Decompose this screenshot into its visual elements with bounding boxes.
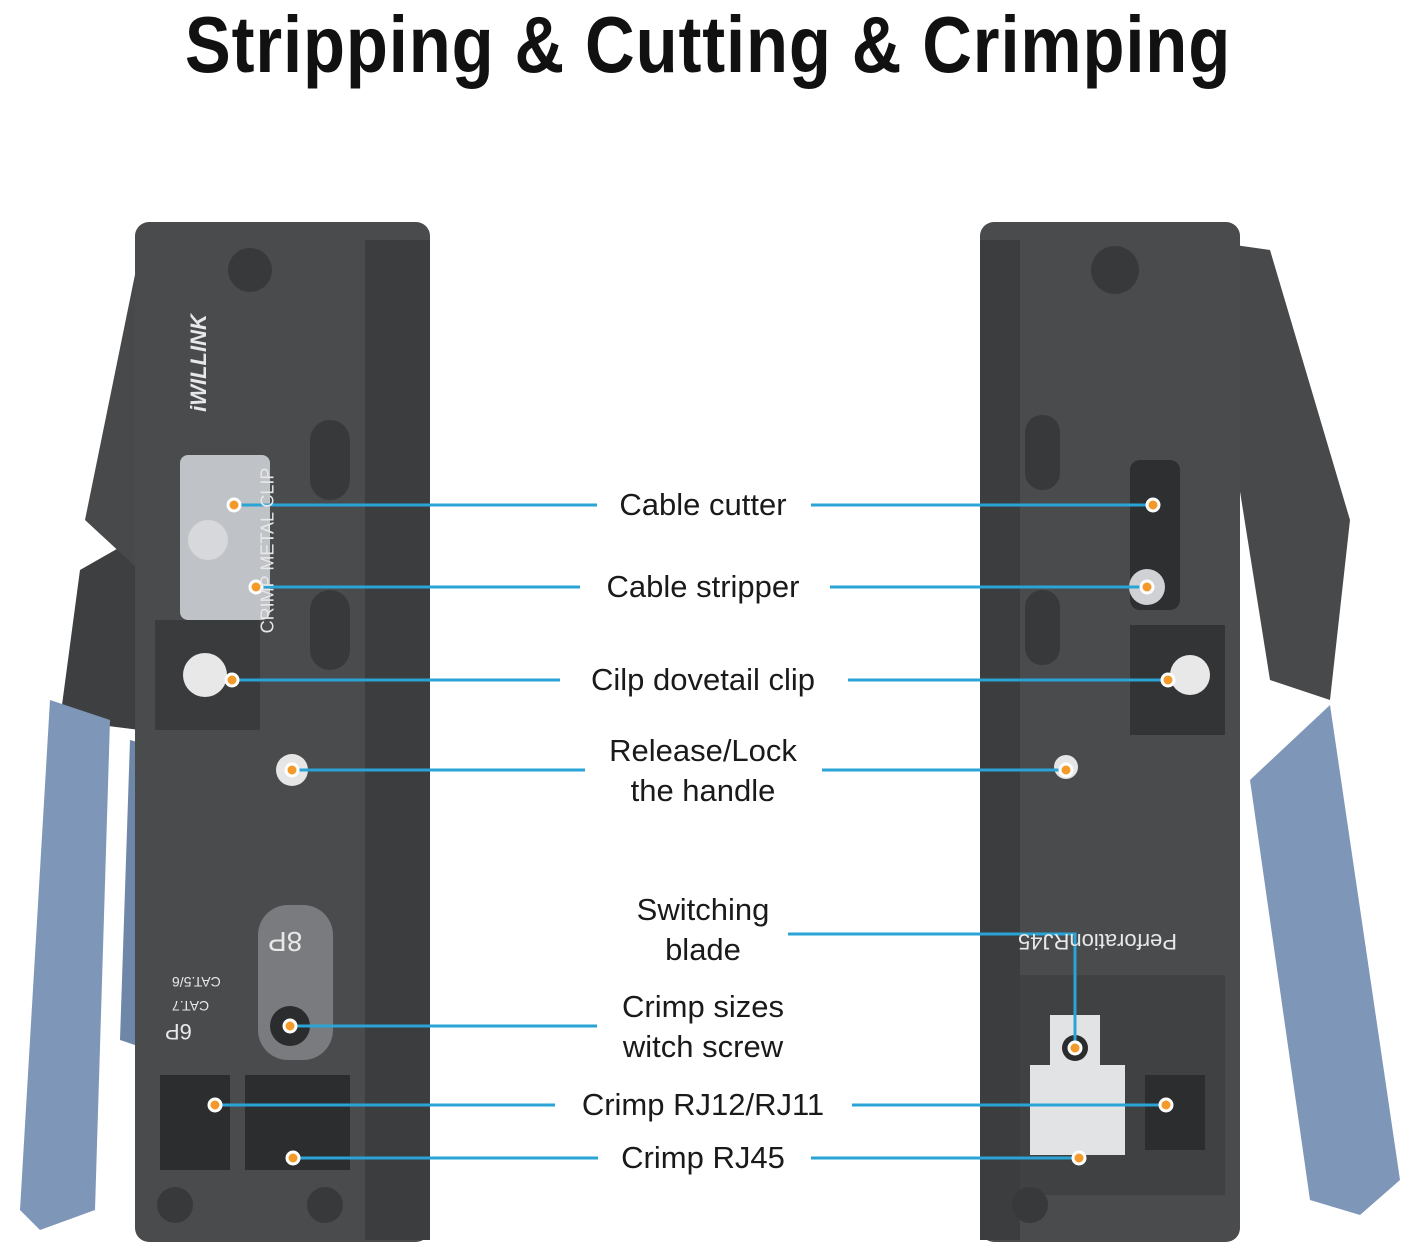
left-handle-grip: [20, 700, 110, 1230]
label-switching-line1: Switching: [636, 892, 770, 927]
label-crimp-sizes-line1: Crimp sizes: [622, 989, 784, 1024]
label-crimp-rj12: Crimp RJ12/RJ11: [581, 1087, 825, 1122]
left-tool: [20, 222, 430, 1242]
perforation-marking: PerforationRJ45: [1018, 929, 1177, 954]
right-body-edge: [980, 240, 1020, 1240]
right-handle-grip: [1250, 705, 1400, 1215]
dot: [224, 672, 240, 688]
right-rivet-top: [1091, 246, 1139, 294]
left-rivet-bottom-2: [307, 1187, 343, 1223]
dot: [284, 762, 300, 778]
dot: [226, 497, 242, 513]
right-clip-hole: [1170, 655, 1210, 695]
left-rj12-slot: [160, 1075, 230, 1170]
dot: [1058, 762, 1074, 778]
label-clip-dovetail: Cilp dovetail clip: [591, 662, 815, 697]
dot: [248, 579, 264, 595]
left-rivet-bottom: [157, 1187, 193, 1223]
label-switching-line2: blade: [665, 932, 741, 967]
left-screw: [188, 520, 228, 560]
label-cable-cutter: Cable cutter: [619, 487, 787, 522]
left-slot-2: [310, 590, 350, 670]
label-crimp-sizes: Crimp sizes witch screw: [553, 987, 853, 1067]
cat7-marking: CAT.7: [172, 998, 210, 1014]
callout-lines: [215, 503, 1168, 1160]
right-slot-2: [1025, 590, 1060, 665]
dot: [285, 1150, 301, 1166]
dot: [1071, 1150, 1087, 1166]
right-slot-1: [1025, 415, 1060, 490]
dot: [1139, 579, 1155, 595]
label-release-line2: the handle: [630, 773, 776, 808]
left-body-edge: [365, 240, 430, 1240]
left-slot-1: [310, 420, 350, 500]
right-tool: [980, 222, 1400, 1242]
label-release-line1: Release/Lock: [609, 733, 797, 768]
brand-logo: iWILLINK: [185, 314, 211, 412]
cat56-marking: CAT.5/6: [172, 974, 221, 990]
left-clip-hole: [183, 653, 227, 697]
dot: [282, 1018, 298, 1034]
label-cable-stripper: Cable stripper: [606, 569, 800, 604]
label-switching-blade: Switching blade: [553, 890, 853, 970]
8p-marking: 8P: [268, 926, 303, 957]
dot: [207, 1097, 223, 1113]
callout-dots: [207, 497, 1176, 1166]
dot: [1145, 497, 1161, 513]
right-rivet-bottom: [1012, 1187, 1048, 1223]
label-release-lock: Release/Lock the handle: [553, 731, 853, 811]
label-crimp-rj45: Crimp RJ45: [621, 1140, 785, 1175]
right-rj45-slot: [1030, 1065, 1125, 1155]
line-switching-right: [788, 932, 1077, 1048]
6p-marking: 6P: [165, 1019, 192, 1044]
page-title: Stripping & Cutting & Crimping: [184, 0, 1232, 89]
dot: [1067, 1040, 1083, 1056]
label-crimp-sizes-line2: witch screw: [622, 1029, 784, 1064]
dot: [1158, 1097, 1174, 1113]
dot: [1160, 672, 1176, 688]
right-rj12-slot: [1145, 1075, 1205, 1150]
left-rivet-top: [228, 248, 272, 292]
crimp-metal-clip-marking: CRIMP METAL CLIP: [257, 467, 278, 634]
